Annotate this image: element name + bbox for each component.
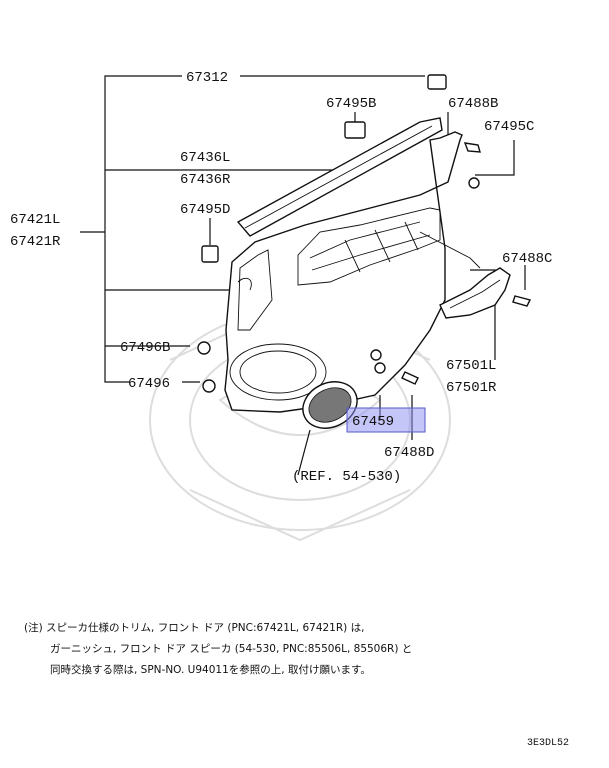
parts-diagram: 67312 67495B 67488B 67495C 67436L 67436R… bbox=[10, 70, 552, 542]
label-67495C: 67495C bbox=[484, 119, 534, 135]
label-67501L: 67501L bbox=[446, 358, 496, 374]
label-67459: 67459 bbox=[352, 414, 394, 430]
footnote-line-2: ガーニッシュ, フロント ドア スピーカ (54-530, PNC:85506L… bbox=[50, 643, 413, 655]
label-ref-54-530: (REF. 54-530) bbox=[292, 469, 401, 485]
label-67495D: 67495D bbox=[180, 202, 230, 218]
label-67496: 67496 bbox=[128, 376, 170, 392]
label-67488B: 67488B bbox=[448, 96, 498, 112]
label-67496B: 67496B bbox=[120, 340, 170, 356]
footnote-line-3: 同時交換する際は, SPN-NO. U94011を参照の上, 取付け願います。 bbox=[50, 664, 371, 676]
label-67421R: 67421R bbox=[10, 234, 61, 250]
diagram-code: 3E3DL52 bbox=[526, 738, 569, 749]
speaker-grille bbox=[302, 381, 358, 429]
label-67436R: 67436R bbox=[180, 172, 231, 188]
door-trim-panel bbox=[224, 131, 481, 413]
footnote-line-1: (注) スピーカ仕様のトリム, フロント ドア (PNC:67421L, 674… bbox=[24, 622, 365, 634]
door-handle bbox=[439, 267, 511, 319]
label-67495B: 67495B bbox=[326, 96, 376, 112]
footnote: (注) スピーカ仕様のトリム, フロント ドア (PNC:67421L, 674… bbox=[24, 618, 594, 681]
label-67312: 67312 bbox=[186, 70, 228, 86]
upper-garnish-strip bbox=[236, 117, 443, 237]
label-67501R: 67501R bbox=[446, 380, 497, 396]
label-67436L: 67436L bbox=[180, 150, 230, 166]
label-67421L: 67421L bbox=[10, 212, 60, 228]
clips-and-screws bbox=[197, 74, 532, 393]
highlight-67459 bbox=[346, 407, 426, 433]
label-67488C: 67488C bbox=[502, 251, 552, 267]
label-67488D: 67488D bbox=[384, 445, 434, 461]
